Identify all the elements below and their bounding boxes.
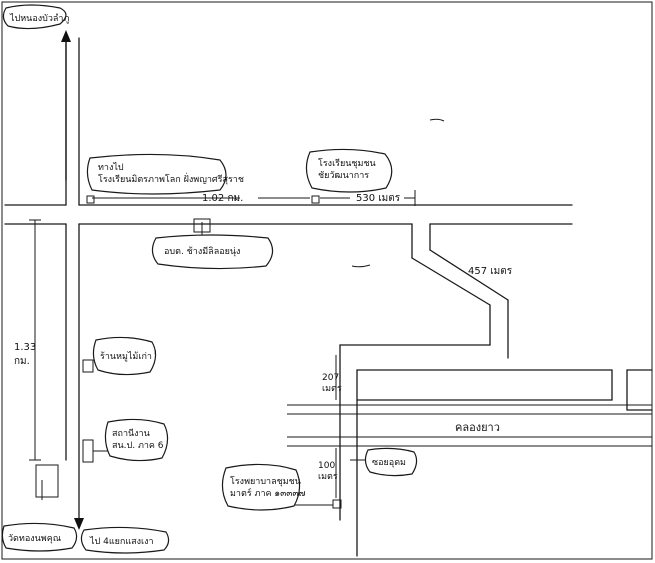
- temple-marker: [35, 464, 59, 500]
- canal-lines: [287, 404, 652, 447]
- distance-457-m: 457 เมตร: [468, 266, 513, 277]
- temple-label: วัดทองนพคุณ: [8, 534, 61, 544]
- svg-text:โรงเรียนชุมชนชัยวัฒนาการ: โรงเรียนชุมชนชัยวัฒนาการ: [318, 158, 376, 181]
- hospital-label-line-2: โรงเรียนมิตรภาพโลก ฝั่งพญาศรีสุราช: [98, 172, 244, 185]
- office-bubble: อบต. ช้างมีลิลอยนุ่ง: [151, 234, 274, 270]
- scribble-mark: [351, 264, 371, 268]
- bottom-destination-bubble: ไป 4แยกแสงเงา: [80, 526, 170, 554]
- scribble-mark: [429, 118, 445, 122]
- shop-marker: [82, 359, 94, 373]
- distance-207-line-1: 207: [322, 373, 339, 383]
- hospital-bubble: ทางไปโรงเรียนมิตรภาพโลก ฝั่งพญาศรีสุราช: [86, 153, 244, 195]
- south-arrow-icon: [74, 518, 84, 530]
- vertical-distance-marker: [29, 219, 41, 461]
- distance-1-02-km: 1.02 กม.: [202, 193, 243, 204]
- office-label: อบต. ช้างมีลิลอยนุ่ง: [164, 246, 240, 257]
- scribble-mark: [154, 349, 156, 355]
- distance-207-line-2: เมตร: [322, 384, 342, 394]
- temple-bubble: วัดทองนพคุณ: [1, 522, 78, 552]
- school-label-line-2: ชัยวัฒนาการ: [318, 171, 369, 181]
- distance-1-33-km: 1.33 กม.: [14, 342, 36, 367]
- top-distance-marker: [92, 190, 416, 206]
- top-horizontal-road: [78, 204, 573, 359]
- station-bubble: สถานีงานสน.ป. ภาค 6: [104, 418, 169, 462]
- destination-marker: [332, 499, 342, 509]
- distance-vertical-line-1: 1.33: [14, 342, 36, 353]
- landmark-square-hospital: [86, 195, 95, 204]
- bottom-destination-label: ไป 4แยกแสงเงา: [89, 536, 154, 547]
- landmark-square-school: [311, 195, 320, 204]
- station-label-line-2: สน.ป. ภาค 6: [112, 441, 164, 451]
- distance-100-line-1: 100: [318, 461, 335, 471]
- svg-text:โรงพยาบาลชุมชนมาตร์ ภาค ๑๓๓๓๗: โรงพยาบาลชุมชนมาตร์ ภาค ๑๓๓๓๗: [230, 476, 306, 499]
- alley-label: ซอยอุดม: [372, 458, 406, 468]
- top-destination-label: ไปหนองบัวลำภู: [9, 13, 69, 24]
- distance-100-line-2: เมตร: [318, 472, 338, 482]
- station-label-line-1: สถานีงาน: [112, 428, 150, 439]
- hospital-label-line-1: ทางไป: [98, 162, 124, 173]
- top-destination-bubble: ไปหนองบัวลำภู: [2, 4, 69, 30]
- alley-bubble: ซอยอุดม: [364, 447, 418, 477]
- shop-bubble: ร้านหมูไม้เก่า: [92, 336, 157, 376]
- destination-bubble: โรงพยาบาลชุมชนมาตร์ ภาค ๑๓๓๓๗: [221, 463, 306, 511]
- svg-text:ทางไปโรงเรียนมิตรภาพโลก ฝั่งพญ: ทางไปโรงเรียนมิตรภาพโลก ฝั่งพญาศรีสุราช: [98, 162, 244, 185]
- distance-vertical-line-2: กม.: [14, 356, 30, 367]
- canal-label: คลองยาว: [455, 421, 500, 434]
- station-marker: [82, 439, 108, 463]
- destination-label-line-1: โรงพยาบาลชุมชน: [230, 476, 301, 487]
- north-arrow-icon: [61, 30, 71, 42]
- distance-530-m: 530 เมตร: [356, 193, 401, 204]
- main-vertical-road: [4, 34, 80, 521]
- lower-roads: [339, 344, 653, 557]
- shop-label: ร้านหมูไม้เก่า: [100, 351, 152, 362]
- svg-text:สถานีงานสน.ป. ภาค 6: สถานีงานสน.ป. ภาค 6: [112, 428, 164, 451]
- school-label-line-1: โรงเรียนชุมชน: [318, 158, 376, 169]
- school-bubble: โรงเรียนชุมชนชัยวัฒนาการ: [305, 148, 393, 193]
- destination-label-line-2: มาตร์ ภาค ๑๓๓๓๗: [230, 487, 306, 499]
